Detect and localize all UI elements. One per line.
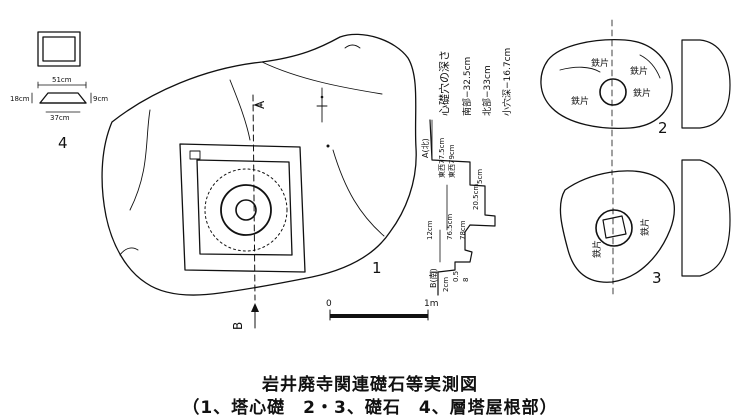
item3-stone-outline: [559, 170, 675, 283]
item4-height-right: 9cm: [93, 95, 108, 103]
item2-label-c: 鉄片: [571, 95, 589, 107]
item4-number: 4: [58, 134, 68, 152]
item3-side-profile: [681, 159, 731, 277]
section-dim-78: 78cm: [459, 220, 467, 240]
item2-drawing: [540, 19, 731, 176]
section-dim-2: 2cm: [442, 277, 450, 292]
item1-number: 1: [372, 259, 382, 277]
figure-title: 岩井廃寺関連礎石等実測図: [262, 375, 478, 395]
scale-bar: [329, 309, 429, 321]
item1-dotted-ring: [204, 168, 288, 252]
section-dim-12: 12cm: [426, 220, 434, 240]
item3-label-b: 鉄片: [639, 218, 651, 236]
figure-subtitle: （1、塔心礎 2・3、礎石 4、層塔屋根部）: [182, 398, 558, 418]
item4-width-bottom: 37cm: [50, 114, 70, 122]
item2-number: 2: [658, 119, 668, 137]
item3-label-a: 鉄片: [591, 240, 603, 258]
item1-drawing: [101, 33, 417, 329]
item1-hole-inner: [235, 199, 257, 221]
scale-bar-start: 0: [326, 299, 332, 309]
item1-hole-outer: [220, 184, 272, 236]
hole-depth-small: 小穴深−16.7cm: [501, 48, 513, 116]
section-dim-5: 5cm: [476, 169, 484, 184]
item4-width-top: 51cm: [52, 76, 72, 84]
item1-stone-outline: [101, 33, 417, 296]
item4-height-left: 18cm: [10, 95, 30, 103]
item3-number: 3: [652, 269, 662, 287]
item1-surface-lines: [129, 61, 385, 237]
item4-top-view-inner: [42, 36, 76, 62]
section-label-north: A(北): [421, 138, 430, 158]
section-dim-ew-a: 東西77.5cm: [437, 138, 446, 178]
item4-top-view-outer: [37, 31, 81, 67]
item2-hole: [599, 78, 627, 106]
section-dim-8: 8: [462, 278, 470, 282]
item3-hole-outer: [595, 209, 633, 247]
item1-recess-outer: [179, 143, 306, 273]
item1-recess-inner: [196, 159, 293, 256]
item2-label-a: 鉄片: [591, 57, 609, 69]
item2-label-d: 鉄片: [633, 87, 651, 99]
item4-drawing: [31, 31, 92, 113]
item1-section-line: [252, 94, 256, 301]
item4-side-profile: [39, 92, 87, 104]
hole-depth-north: 北部−33cm: [481, 65, 493, 116]
item2-side-profile: [681, 39, 731, 129]
item1-section-label-b: B: [231, 322, 245, 330]
section-dim-76-5: 76.5cm: [446, 214, 454, 240]
item2-stone-outline: [540, 39, 673, 130]
hole-depth-heading: 心礎穴の深さ: [437, 50, 451, 116]
item1-section-label-a: A: [253, 100, 267, 109]
item2-label-b: 鉄片: [630, 65, 648, 77]
section-dim-ew-b: 東西79cm: [447, 144, 456, 178]
hole-depth-south: 南部−32.5cm: [461, 57, 473, 116]
section-dim-0-5: 0.5: [452, 271, 460, 282]
section-profile-drawing: [429, 119, 496, 296]
item3-drawing: [559, 159, 731, 296]
section-outline: [429, 119, 496, 296]
section-label-south: B(南): [428, 268, 438, 288]
scale-bar-end: 1m: [424, 299, 439, 309]
section-dim-20-5: 20.5cm: [472, 184, 480, 210]
item3-hole-inner: [602, 215, 627, 239]
